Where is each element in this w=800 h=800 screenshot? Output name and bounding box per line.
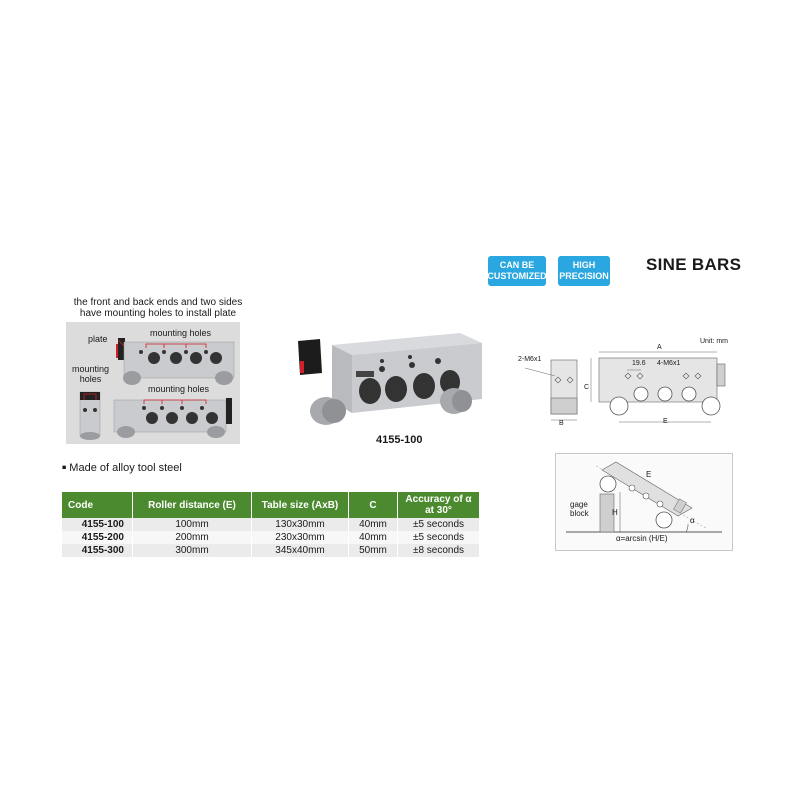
badge-customized-line1: CAN BE [499, 260, 535, 270]
label-mounting-holes-bottom: mounting holes [148, 384, 210, 394]
cell-table-size: 345x40mm [251, 544, 349, 557]
badge-precision: HIGH PRECISION [558, 256, 610, 286]
header-accuracy: Accuracy of α at 30° [397, 492, 480, 518]
header-c: C [348, 492, 398, 518]
dim-2m6-label: 2-M6x1 [518, 356, 542, 363]
cell-roller-distance: 300mm [132, 544, 252, 557]
label-mounting-holes-left-1: mounting [72, 364, 110, 374]
dim-e-label: E [663, 418, 668, 425]
cell-code: 4155-200 [62, 531, 133, 544]
cell-table-size: 130x30mm [251, 518, 349, 531]
cell-accuracy: ±8 seconds [397, 544, 480, 557]
dim-c-label: C [584, 384, 590, 391]
cell-roller-distance: 200mm [132, 531, 252, 544]
table-row: 4155-200 200mm 230x30mm 40mm ±5 seconds [62, 531, 480, 544]
cell-table-size: 230x30mm [251, 531, 349, 544]
table-row: 4155-100 100mm 130x30mm 40mm ±5 seconds [62, 518, 480, 531]
badge-precision-line1: HIGH [572, 260, 596, 270]
usage-diagram [566, 461, 722, 533]
cell-accuracy: ±5 seconds [397, 518, 480, 531]
label-plate: plate [88, 334, 108, 344]
cell-roller-distance: 100mm [132, 518, 252, 531]
cell-accuracy: ±5 seconds [397, 531, 480, 544]
cell-c: 40mm [348, 518, 398, 531]
dim-a-label: A [657, 344, 662, 351]
usage-formula: α=arcsin (H/E) [616, 534, 668, 543]
dim-b-label: B [559, 420, 564, 427]
unit-label: Unit: mm [700, 338, 728, 345]
badge-precision-line2: PRECISION [559, 271, 609, 281]
dim-4m6-label: 4-M6x1 [657, 360, 681, 367]
spec-table: Code Roller distance (E) Table size (AxB… [62, 492, 480, 557]
mounting-caption: the front and back ends and two sides ha… [68, 297, 248, 319]
mounting-caption-line2: have mounting holes to install plate [79, 308, 237, 319]
usage-h-label: H [612, 508, 618, 517]
gage-block-label: gage block [570, 500, 589, 518]
mounting-inset-panel: plate mounting holes mounting holes moun… [66, 322, 240, 444]
gage-block-label-1: gage [570, 500, 588, 509]
header-table-size: Table size (AxB) [251, 492, 349, 518]
table-row: 4155-300 300mm 345x40mm 50mm ±8 seconds [62, 544, 480, 557]
usage-e-label: E [646, 470, 652, 479]
dim-19-6-label: 19.6 [632, 360, 646, 367]
cell-c: 50mm [348, 544, 398, 557]
mounting-inset-illustration [79, 338, 235, 440]
feature-text: Made of alloy tool steel [69, 462, 182, 474]
header-code: Code [62, 492, 133, 518]
product-label: 4155-100 [376, 434, 423, 446]
cell-code: 4155-300 [62, 544, 133, 557]
bullet-icon: ■ [62, 464, 67, 472]
cell-code: 4155-100 [62, 518, 133, 531]
usage-diagram-panel: gage block H E α α=arcsin (H/E) [555, 453, 733, 551]
usage-alpha-label: α [690, 516, 695, 525]
header-roller-distance: Roller distance (E) [132, 492, 252, 518]
cell-c: 40mm [348, 531, 398, 544]
technical-drawing [524, 351, 726, 423]
badge-customized: CAN BE CUSTOMIZED [487, 256, 547, 286]
product-photo [298, 333, 482, 425]
gage-block-label-2: block [570, 509, 589, 518]
label-mounting-holes-top: mounting holes [150, 328, 212, 338]
page-title: SINE BARS [646, 255, 742, 274]
spec-table-header: Code Roller distance (E) Table size (AxB… [62, 492, 480, 518]
label-mounting-holes-left: mounting holes [72, 364, 109, 384]
badge-customized-line2: CUSTOMIZED [487, 271, 547, 281]
feature-bullet: ■ Made of alloy tool steel [62, 462, 182, 474]
label-mounting-holes-left-2: holes [79, 374, 102, 384]
mounting-caption-line1: the front and back ends and two sides [73, 297, 243, 308]
